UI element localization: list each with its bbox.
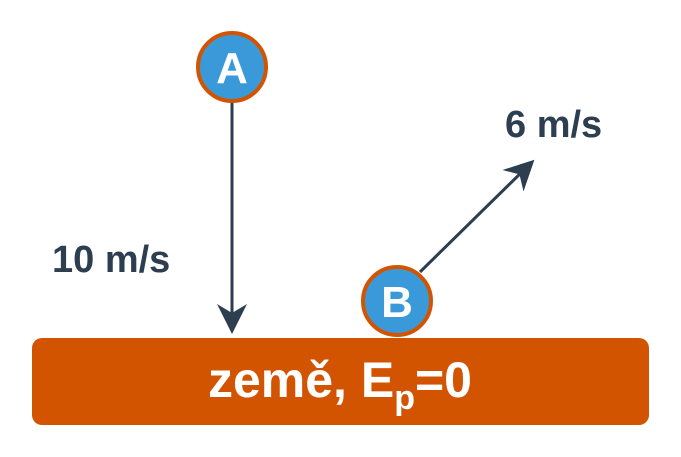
ball-b: B	[361, 265, 433, 337]
ground-label: země, Ep=0	[208, 352, 472, 417]
ground-bar	[32, 338, 649, 425]
ball-b-label: B	[381, 278, 413, 327]
velocity-arrow-b	[418, 159, 535, 274]
ball-a-label: A	[216, 44, 248, 93]
ball-a: A	[196, 31, 268, 103]
speed-label-a: 10 m/s	[52, 239, 170, 281]
ball-b-circle	[361, 265, 433, 337]
ball-a-circle	[196, 31, 268, 103]
speed-label-b: 6 m/s	[505, 104, 602, 146]
